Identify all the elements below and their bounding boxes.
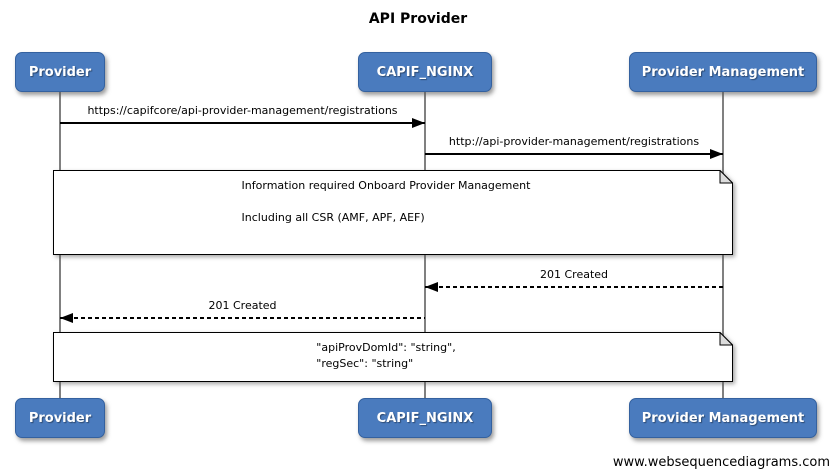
message-line [425, 286, 723, 288]
message-label: https://capifcore/api-provider-managemen… [87, 104, 398, 117]
actor-label: Provider Management [641, 64, 805, 80]
message-line [425, 153, 723, 155]
note-line: "apiProvDomId": "string", [316, 341, 456, 354]
actor-label: CAPIF_NGINX [376, 64, 474, 80]
message-forward-request: http://api-provider-management/registrat… [425, 127, 723, 159]
arrowhead-left-icon [60, 313, 73, 323]
watermark: www.websequencediagrams.com [612, 455, 830, 470]
actor-provider-bottom: Provider [15, 398, 105, 438]
arrowhead-left-icon [425, 282, 438, 292]
note-text: Information required Onboard Provider Ma… [53, 178, 719, 226]
message-label: 201 Created [539, 268, 609, 281]
note-text: "apiProvDomId": "string", "regSec": "str… [53, 340, 719, 372]
note-onboard-info: Information required Onboard Provider Ma… [53, 170, 733, 255]
actor-provider-top: Provider [15, 52, 105, 92]
actor-provider-management-bottom: Provider Management [629, 398, 817, 438]
note-shape [53, 170, 733, 255]
actor-label: Provider [28, 64, 92, 80]
note-line: Including all CSR (AMF, APF, AEF) [241, 211, 425, 224]
note-line: Information required Onboard Provider Ma… [241, 179, 531, 192]
message-label: 201 Created [208, 299, 277, 312]
message-label: http://api-provider-management/registrat… [448, 135, 700, 148]
actor-capif-nginx-top: CAPIF_NGINX [358, 52, 492, 92]
note-line: "regSec": "string" [316, 357, 414, 370]
actor-provider-management-top: Provider Management [629, 52, 817, 92]
arrowhead-right-icon [710, 149, 723, 159]
actor-label: Provider [28, 410, 92, 426]
diagram-title: API Provider [368, 11, 468, 27]
note-fold-icon [719, 332, 733, 346]
actor-label: CAPIF_NGINX [376, 410, 474, 426]
arrowhead-right-icon [412, 118, 425, 128]
note-fold-icon [719, 170, 733, 184]
message-line [60, 317, 425, 319]
note-shape [53, 332, 733, 382]
message-line [60, 122, 425, 124]
actor-label: Provider Management [641, 410, 805, 426]
message-201-created-reply: 201 Created [425, 260, 723, 292]
note-line [242, 194, 531, 210]
message-onboard-request: https://capifcore/api-provider-managemen… [60, 96, 425, 128]
actor-capif-nginx-bottom: CAPIF_NGINX [358, 398, 492, 438]
note-response-body: "apiProvDomId": "string", "regSec": "str… [53, 332, 733, 382]
message-201-created-forward: 201 Created [60, 291, 425, 323]
